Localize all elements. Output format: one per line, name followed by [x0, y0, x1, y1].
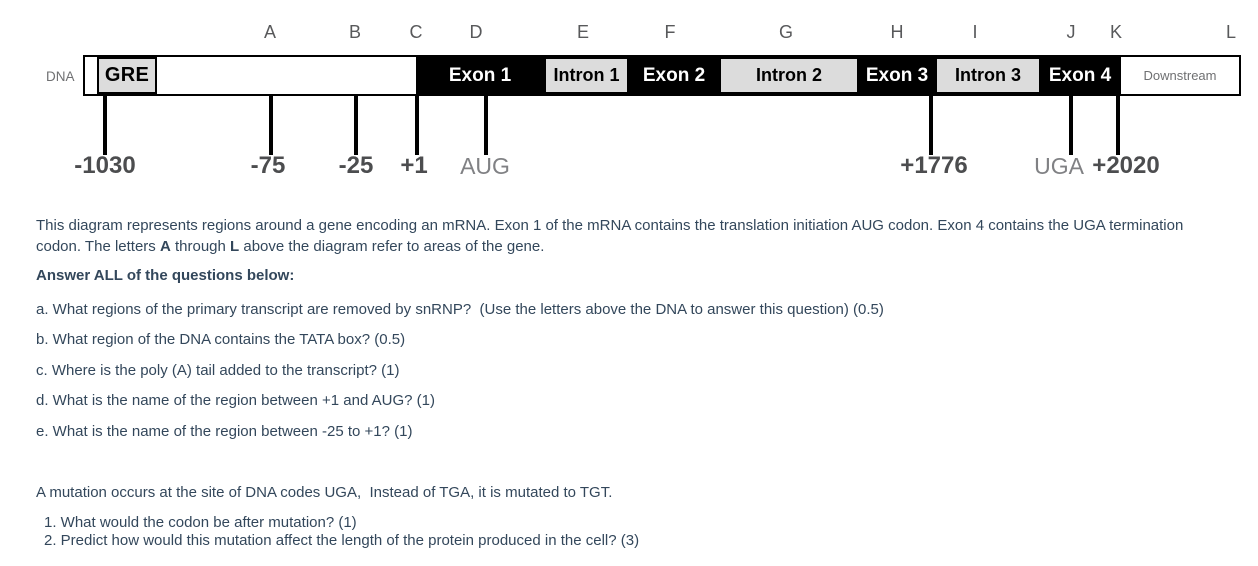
segment-intron-1: Intron 1 [544, 57, 629, 94]
marker-label-aug: AUG [460, 153, 510, 179]
region-letter-a: A [263, 22, 277, 42]
region-letter-d: D [469, 22, 483, 42]
tick-minus-1030 [103, 95, 107, 155]
answer-all-heading: Answer ALL of the questions below: [36, 267, 295, 284]
segment-gre: GRE [97, 57, 157, 94]
questions-list: a. What regions of the primary transcrip… [36, 300, 1228, 443]
region-letter-g: G [778, 22, 794, 42]
mutation-item-2: 2. Predict how would this mutation affec… [44, 532, 640, 549]
question-c: c. Where is the poly (A) tail added to t… [36, 361, 400, 379]
region-letter-k: K [1109, 22, 1123, 42]
question-text-block: This diagram represents regions around a… [0, 216, 1228, 551]
segment-exon-2: Exon 2 [629, 57, 719, 94]
tick-plus-1 [415, 95, 419, 155]
marker-label-minus-25: -25 [338, 152, 374, 179]
marker-label-plus-2020: +2020 [1092, 152, 1160, 179]
mutation-questions: 1. What would the codon be after mutatio… [36, 514, 1228, 551]
letter-l-bold: L [230, 237, 240, 255]
segment-exon-4: Exon 4 [1041, 57, 1119, 94]
region-letter-c: C [409, 22, 423, 42]
marker-label-minus-75: -75 [250, 152, 286, 179]
region-letter-l: L [1225, 22, 1237, 42]
region-letter-j: J [1066, 22, 1076, 42]
mutation-statement: A mutation occurs at the site of DNA cod… [36, 484, 613, 501]
region-letter-i: I [972, 22, 978, 42]
region-letter-e: E [576, 22, 590, 42]
segment-downstream: Downstream [1119, 57, 1239, 94]
tick-aug [484, 95, 488, 155]
region-letter-f: F [664, 22, 676, 42]
question-b: b. What region of the DNA contains the T… [36, 331, 406, 348]
tick-plus-1776 [929, 95, 933, 155]
description-text: This diagram represents regions around a… [36, 217, 1188, 255]
region-letter-h: H [890, 22, 904, 42]
question-e: e. What is the name of the region betwee… [36, 422, 413, 440]
segment-promoter-region [157, 57, 416, 94]
region-letter-b: B [348, 22, 362, 42]
segment-intron-3: Intron 3 [935, 57, 1041, 94]
question-d: d. What is the name of the region betwee… [36, 392, 435, 409]
tick-minus-75 [269, 95, 273, 155]
letter-a-bold: A [159, 237, 171, 255]
marker-label-plus-1776: +1776 [900, 152, 968, 179]
marker-label-minus-1030: -1030 [74, 152, 136, 179]
question-a: a. What regions of the primary transcrip… [36, 300, 884, 318]
tick-minus-25 [354, 95, 358, 155]
tick-plus-2020 [1116, 95, 1120, 155]
dna-label: DNA [46, 69, 75, 84]
diagram-description: This diagram represents regions around a… [36, 217, 1188, 255]
tick-uga [1069, 95, 1073, 155]
segment-intron-2: Intron 2 [719, 57, 859, 94]
marker-label-plus-1: +1 [400, 152, 428, 179]
mutation-item-1: 1. What would the codon be after mutatio… [44, 513, 357, 531]
segment-exon-1: Exon 1 [416, 57, 544, 94]
segment-exon-3: Exon 3 [859, 57, 935, 94]
marker-label-uga: UGA [1034, 153, 1084, 179]
segment-upstream-spacer [85, 57, 97, 94]
